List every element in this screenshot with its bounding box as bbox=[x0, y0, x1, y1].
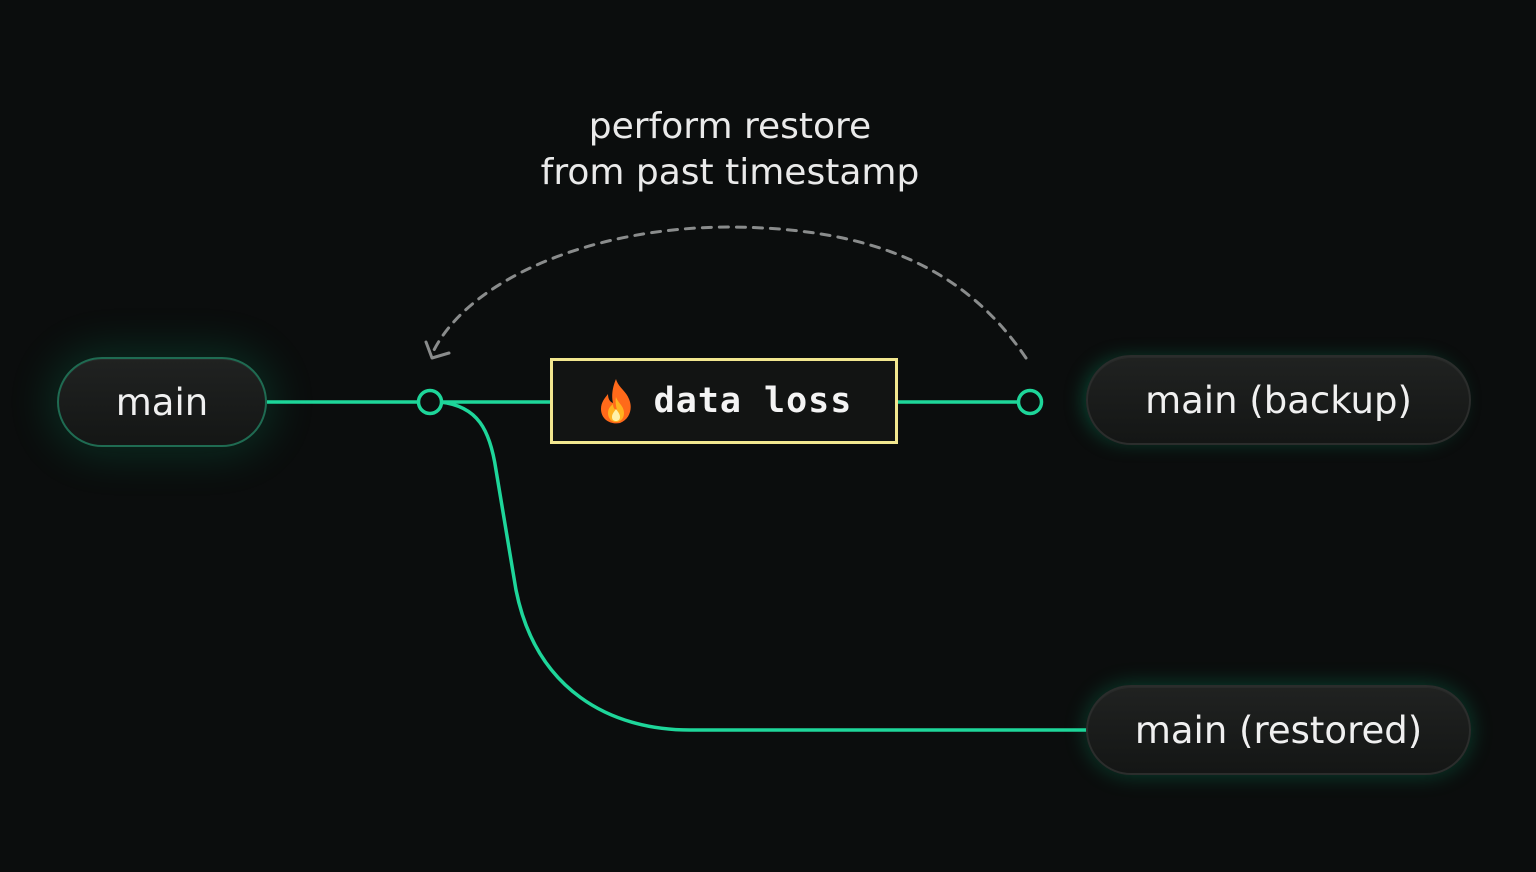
branch-restored: main (restored) bbox=[1086, 685, 1471, 775]
backup-point bbox=[1016, 388, 1044, 416]
data-loss-event: data loss bbox=[550, 358, 898, 444]
branch-backup-label: main (backup) bbox=[1145, 378, 1412, 422]
caption-line-1: perform restore bbox=[588, 106, 872, 147]
data-loss-label: data loss bbox=[653, 381, 853, 421]
restore-arrow-path bbox=[432, 225, 1028, 360]
restore-caption: perform restore from past timestamp bbox=[480, 104, 980, 196]
branch-restored-label: main (restored) bbox=[1134, 708, 1423, 752]
restored-branch-curve bbox=[439, 400, 1088, 732]
restore-arrowhead-icon bbox=[424, 340, 451, 360]
branch-main: main bbox=[57, 357, 267, 447]
caption-line-2: from past timestamp bbox=[540, 152, 920, 193]
branch-main-label: main bbox=[115, 380, 209, 424]
fire-icon bbox=[600, 379, 631, 424]
branch-backup: main (backup) bbox=[1086, 355, 1471, 445]
fork-point bbox=[416, 388, 444, 416]
